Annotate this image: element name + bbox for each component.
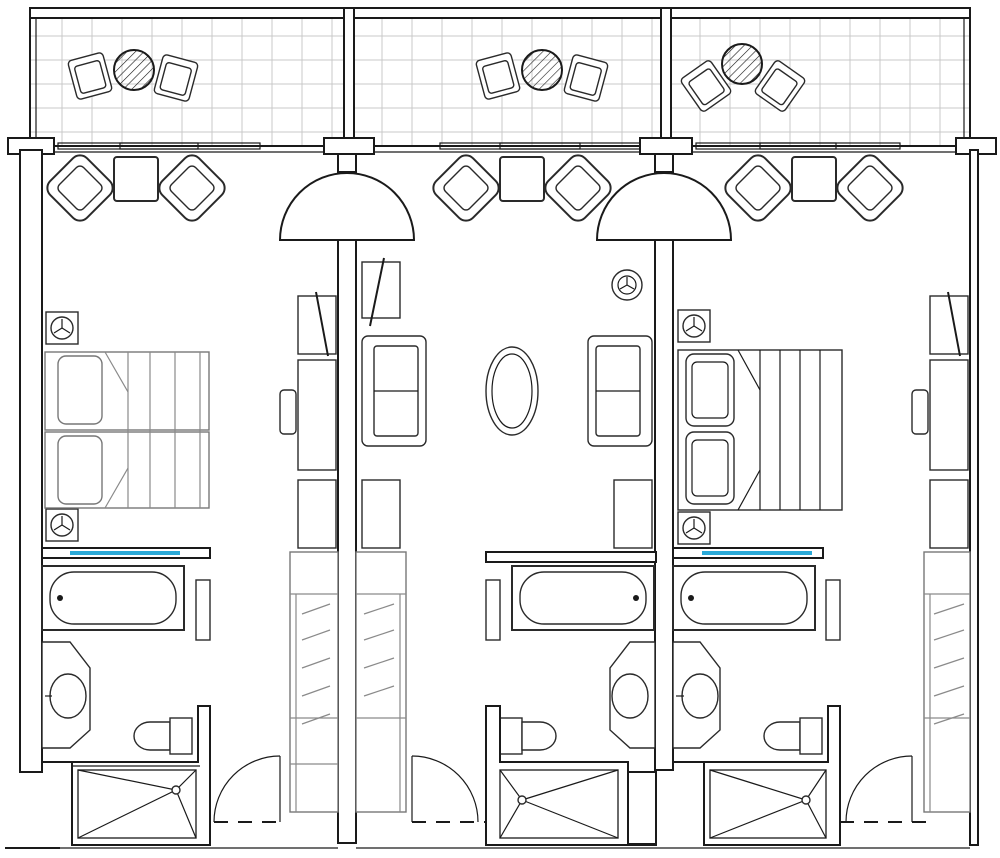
wardrobe [355, 551, 407, 813]
balcony-round-table [521, 49, 563, 91]
entry-door [840, 755, 926, 823]
lounge-armchair [154, 150, 230, 226]
bedside-lamp-icon [45, 311, 79, 345]
dome-light-right [595, 153, 733, 241]
bathtub [485, 551, 657, 641]
party-wall-1 [337, 154, 357, 844]
bathtub [41, 565, 185, 631]
toilet [133, 717, 193, 755]
minibar [297, 479, 337, 549]
wall-right [969, 149, 979, 846]
toilet [763, 717, 823, 755]
room-center [355, 150, 657, 846]
balcony-divider-2 [660, 7, 672, 141]
pillow [57, 355, 103, 425]
bedside-lamp-icon [45, 508, 79, 542]
room-right [672, 150, 971, 846]
lounge-armchair [428, 150, 504, 226]
column-center-right [639, 137, 693, 155]
entry-door [213, 755, 281, 823]
oval-coffee-table [485, 346, 539, 436]
wardrobe [289, 551, 339, 813]
balcony-divider-1 [343, 7, 355, 141]
floor-lamp-icon [611, 269, 643, 301]
balcony-railing [29, 7, 971, 19]
tv-icon [947, 291, 961, 357]
entry-door [411, 755, 486, 823]
balcony-round-table [113, 49, 155, 91]
balcony-round-table [721, 43, 763, 85]
walls [5, 149, 979, 849]
desk [297, 359, 337, 471]
pillow [685, 353, 735, 427]
desk-area [911, 291, 969, 549]
room-left [41, 150, 339, 846]
lounge-armchair [720, 150, 796, 226]
desk-chair [279, 389, 297, 435]
sofa-right [587, 335, 653, 447]
side-table [791, 156, 837, 202]
toilet [499, 717, 557, 755]
balcony-set-center [474, 49, 610, 103]
sink [681, 673, 719, 719]
bathtub [672, 565, 816, 631]
semi-circular-canopy [278, 172, 416, 241]
balcony-set-right [679, 43, 807, 114]
pillow [57, 435, 103, 505]
tv-icon [369, 257, 385, 327]
towel-rail [195, 579, 211, 641]
minibar [929, 479, 969, 549]
column-center-left [323, 137, 375, 155]
sofa-left [361, 335, 427, 447]
desk-area [279, 291, 337, 549]
side-table [499, 156, 545, 202]
shower-tray [485, 705, 657, 846]
desk-chair [911, 389, 929, 435]
minibar [361, 479, 401, 549]
tv-icon [315, 291, 329, 357]
dome-light-left [278, 153, 416, 241]
towel-rail [825, 579, 841, 641]
bedside-lamp-icon [677, 511, 711, 545]
lounge-armchair [42, 150, 118, 226]
double-bed [677, 349, 843, 511]
shower-tray [42, 705, 211, 846]
party-wall-2 [654, 154, 674, 771]
bedside-lamp-icon [677, 309, 711, 343]
twin-beds [44, 351, 210, 509]
desk [929, 359, 969, 471]
cabinet [613, 479, 653, 549]
semi-circular-canopy [595, 172, 733, 241]
sink [49, 673, 87, 719]
balcony-set-left [66, 49, 200, 103]
lounge-armchair [832, 150, 908, 226]
wardrobe [923, 551, 971, 813]
sink [611, 673, 649, 719]
pillow [685, 431, 735, 505]
shower-tray [673, 705, 841, 846]
side-table [113, 156, 159, 202]
wall-left [19, 149, 43, 773]
